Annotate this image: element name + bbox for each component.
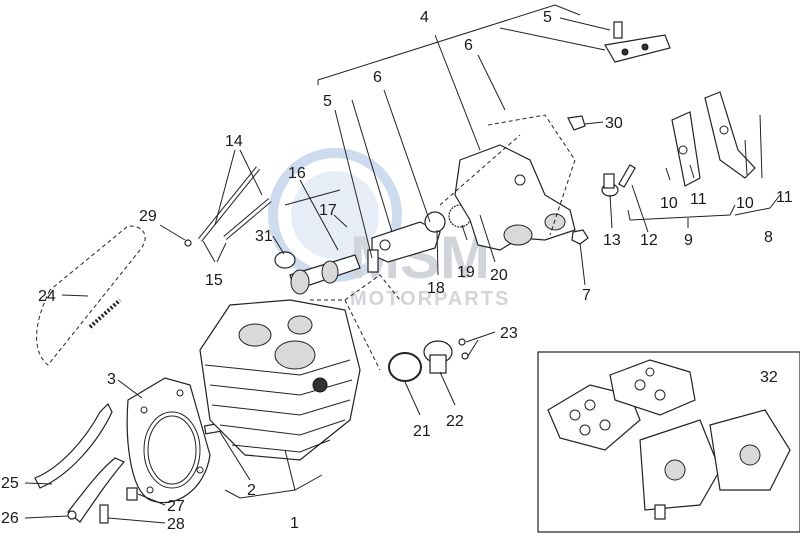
callout-13: 13	[603, 232, 621, 249]
callout-14: 14	[225, 133, 243, 150]
guide-pins	[99, 487, 138, 524]
callout-23: 23	[500, 325, 518, 342]
bracket-30	[567, 115, 586, 131]
callout-10a: 10	[660, 195, 678, 212]
callout-labels: 1 2 3 4 5 5 6 6 7 8 9 10 10 11 11 12 13 …	[1, 9, 793, 533]
bolt-13	[601, 173, 619, 197]
callout-22: 22	[446, 413, 464, 430]
callout-16: 16	[288, 165, 306, 182]
callout-28: 28	[167, 516, 185, 533]
callout-9: 9	[684, 232, 693, 249]
callout-29: 29	[139, 208, 157, 225]
callout-5-left: 5	[323, 93, 332, 110]
chain-guide-lower	[67, 457, 125, 523]
callout-30: 30	[605, 115, 623, 132]
watermark-tagline: MOTORPARTS	[350, 288, 510, 310]
callout-31: 31	[255, 228, 273, 245]
callout-8: 8	[764, 229, 773, 246]
callout-10b: 10	[736, 195, 754, 212]
callout-12: 12	[640, 232, 658, 249]
camshaft	[274, 251, 361, 295]
chain-guide-upper	[34, 402, 113, 489]
callout-26: 26	[1, 510, 19, 527]
callout-4: 4	[420, 9, 429, 26]
rocker-arm-8	[704, 91, 756, 179]
stud-12	[618, 164, 636, 188]
watermark-globe	[291, 171, 379, 259]
callout-7: 7	[582, 287, 591, 304]
callout-32: 32	[760, 369, 778, 386]
pushrods	[184, 166, 272, 247]
gasket-kit-box	[537, 351, 800, 533]
rocker-arm-9	[671, 111, 701, 187]
callout-6-top: 6	[464, 37, 473, 54]
o-ring-21	[388, 352, 422, 382]
callout-1: 1	[290, 515, 299, 532]
timing-chain	[36, 225, 146, 366]
callout-3: 3	[107, 371, 116, 388]
callout-18: 18	[427, 280, 445, 297]
nut-7	[571, 229, 589, 245]
head-gasket	[126, 377, 211, 504]
oil-pump-22	[423, 338, 469, 374]
callout-21: 21	[413, 423, 431, 440]
callout-6-left: 6	[373, 69, 382, 86]
rocker-support	[454, 144, 576, 251]
callout-24: 24	[38, 288, 56, 305]
callout-20: 20	[490, 267, 508, 284]
cylinder-head	[199, 299, 361, 461]
callout-2: 2	[247, 482, 256, 499]
callout-11a: 11	[690, 191, 707, 208]
callout-17: 17	[319, 202, 337, 219]
leader-lines	[24, 4, 781, 524]
callout-25: 25	[1, 475, 19, 492]
callout-11b: 11	[776, 189, 793, 206]
callout-15: 15	[205, 272, 223, 289]
callout-5-top: 5	[543, 9, 552, 26]
rocker-cover-top	[604, 21, 671, 63]
callout-19: 19	[457, 264, 475, 281]
callout-27: 27	[167, 498, 185, 515]
